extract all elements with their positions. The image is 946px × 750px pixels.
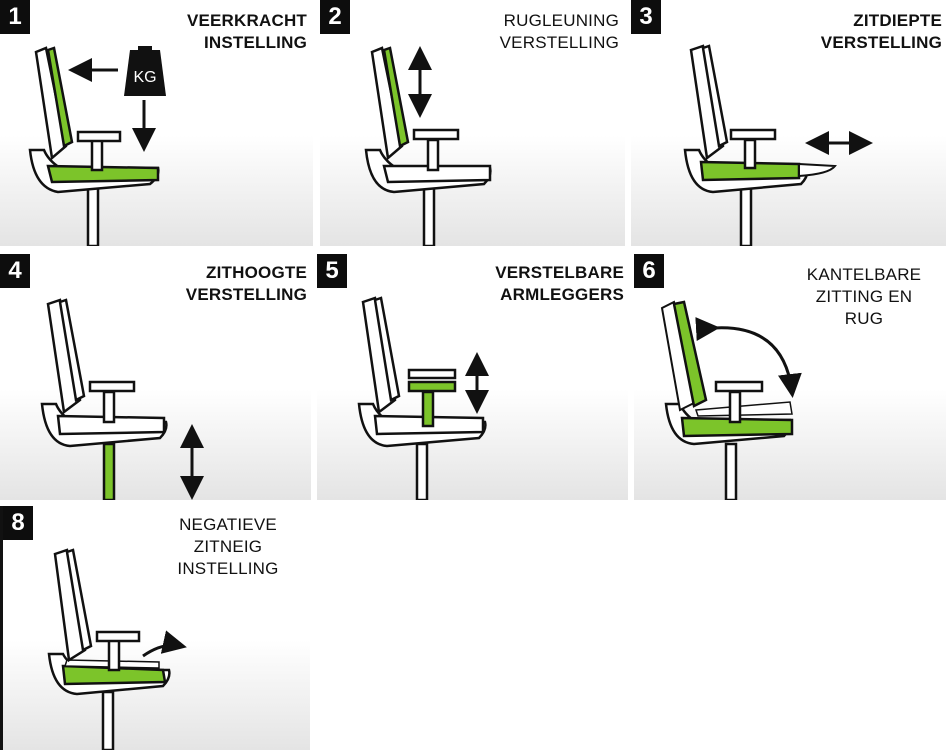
weight-label: KG xyxy=(133,69,156,86)
armrest-pad xyxy=(95,630,141,643)
armrest-post xyxy=(107,638,121,672)
panel-number: 6 xyxy=(634,254,664,288)
chair-base-column xyxy=(86,186,100,246)
armrest-pad-upper xyxy=(407,368,457,380)
chair-backrest xyxy=(689,44,725,161)
chair-base-column xyxy=(415,442,429,500)
chair-base-column xyxy=(739,186,753,246)
armrest-pad xyxy=(407,380,457,393)
chair-backrest xyxy=(361,296,397,415)
chair-backrest-pad xyxy=(58,298,86,402)
chair-illustration xyxy=(47,548,187,750)
chair-seat-cushion xyxy=(382,164,492,184)
chair-illustration xyxy=(660,300,802,500)
chair-illustration: KG xyxy=(28,46,166,246)
panel-number: 2 xyxy=(320,0,350,34)
armrest-pad xyxy=(729,128,777,141)
chair-seat-cushion xyxy=(56,414,166,436)
chair-illustration xyxy=(40,298,204,500)
seat-extension xyxy=(798,162,837,178)
armrest-pad xyxy=(76,130,122,143)
armrest-post xyxy=(421,390,435,428)
armrest-pad xyxy=(88,380,136,393)
panel-number: 8 xyxy=(3,506,33,540)
armrest-post xyxy=(90,138,104,172)
chair-illustration xyxy=(357,296,489,500)
chair-backrest-pad xyxy=(373,296,401,402)
armrest-post xyxy=(102,390,116,424)
chair-seat-cushion xyxy=(699,160,801,182)
chair-base-column xyxy=(102,442,116,500)
armrest-pad xyxy=(714,380,764,393)
curved-arrow-icon xyxy=(142,630,187,658)
chair-seat-cushion xyxy=(680,416,794,438)
panel-number: 1 xyxy=(0,0,30,34)
chair-illustration xyxy=(683,44,873,246)
chair-illustration xyxy=(364,46,492,246)
panel-number: 5 xyxy=(317,254,347,288)
weight-icon: KG xyxy=(124,46,166,96)
armrest-post xyxy=(743,138,757,170)
panel-number: 3 xyxy=(631,0,661,34)
chair-backrest-pad xyxy=(65,548,93,652)
chair-base-column xyxy=(422,186,436,246)
chair-backrest xyxy=(46,298,82,415)
chair-base-column xyxy=(101,690,115,750)
armrest-post xyxy=(728,390,742,424)
armrest-post xyxy=(426,138,440,172)
armrest-pad xyxy=(412,128,460,141)
chair-backrest-pad xyxy=(46,46,74,148)
chair-seat-cushion xyxy=(46,164,160,184)
chair-backrest-pad xyxy=(382,46,410,148)
panel-number: 4 xyxy=(0,254,30,288)
curved-arrow-icon xyxy=(695,317,802,398)
chair-base-column xyxy=(724,442,738,500)
chair-backrest-pad xyxy=(701,44,729,148)
chair-seat-cushion xyxy=(61,664,167,686)
seat-tilt-outline xyxy=(694,401,793,417)
